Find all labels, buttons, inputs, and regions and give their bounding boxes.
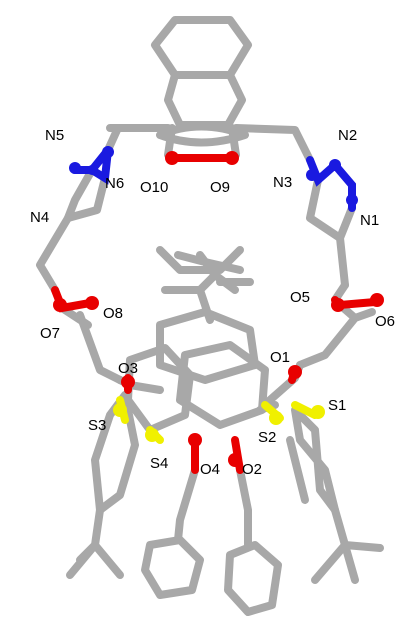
left-tert-butyl xyxy=(66,506,124,579)
atom-o7 xyxy=(53,298,67,312)
atom-n6b xyxy=(87,165,97,175)
atom-o10 xyxy=(165,151,179,165)
label-n5: N5 xyxy=(45,127,64,144)
linker-ring xyxy=(156,122,249,147)
label-o3: O3 xyxy=(118,360,138,377)
label-o4: O4 xyxy=(200,461,220,478)
tert-butyl-top-b xyxy=(174,251,254,286)
atom-n5 xyxy=(69,162,81,174)
label-s3: S3 xyxy=(88,417,106,434)
atom-s2 xyxy=(269,411,283,425)
label-s1: S1 xyxy=(328,397,346,414)
atom-o2 xyxy=(228,453,242,467)
label-o10: O10 xyxy=(140,179,168,196)
label-s2: S2 xyxy=(258,429,276,446)
label-n3: N3 xyxy=(273,174,292,191)
atom-n6 xyxy=(102,146,114,158)
label-o1: O1 xyxy=(270,349,290,366)
left-chain xyxy=(36,214,124,384)
right-benzyl-link xyxy=(236,466,252,549)
atom-labels: N5 N6 N4 O10 O9 N2 N3 N1 O8 O7 O5 O6 O3 … xyxy=(30,127,395,478)
right-tert-butyl xyxy=(311,506,384,584)
atom-o5 xyxy=(331,298,345,312)
right-phenyl-ring xyxy=(224,541,282,616)
atom-o4 xyxy=(188,433,202,447)
label-o8: O8 xyxy=(103,305,123,322)
top-cyclohexane-ring xyxy=(151,16,252,79)
atom-s3 xyxy=(113,403,127,417)
left-phenyl-ring xyxy=(141,536,204,599)
left-triazole-carbons xyxy=(64,166,109,222)
atom-o6 xyxy=(370,293,384,307)
tert-butyl-top xyxy=(156,246,244,324)
atom-n3 xyxy=(306,169,318,181)
label-o9: O9 xyxy=(210,179,230,196)
atom-o3 xyxy=(121,375,135,389)
atoms xyxy=(53,146,384,467)
label-s4: S4 xyxy=(150,455,168,472)
right-methylene-arm xyxy=(232,124,314,164)
label-n1: N1 xyxy=(360,212,379,229)
atom-n1 xyxy=(346,194,358,206)
label-o2: O2 xyxy=(242,461,262,478)
atom-o8 xyxy=(85,296,99,310)
right-triazole-carbons xyxy=(306,176,356,289)
atom-n2 xyxy=(329,159,341,171)
label-n4: N4 xyxy=(30,209,49,226)
atom-o9 xyxy=(225,151,239,165)
atom-o1 xyxy=(288,365,302,379)
label-o6: O6 xyxy=(375,313,395,330)
left-methylene-arm xyxy=(104,124,172,154)
label-o5: O5 xyxy=(290,289,310,306)
left-benzyl-link xyxy=(174,466,199,544)
label-n6: N6 xyxy=(105,175,124,192)
atom-s1 xyxy=(311,405,325,419)
fused-ring xyxy=(164,71,246,129)
label-n2: N2 xyxy=(338,127,357,144)
label-o7: O7 xyxy=(40,325,60,342)
carbon-bonds xyxy=(36,16,384,616)
atom-s4 xyxy=(145,428,159,442)
